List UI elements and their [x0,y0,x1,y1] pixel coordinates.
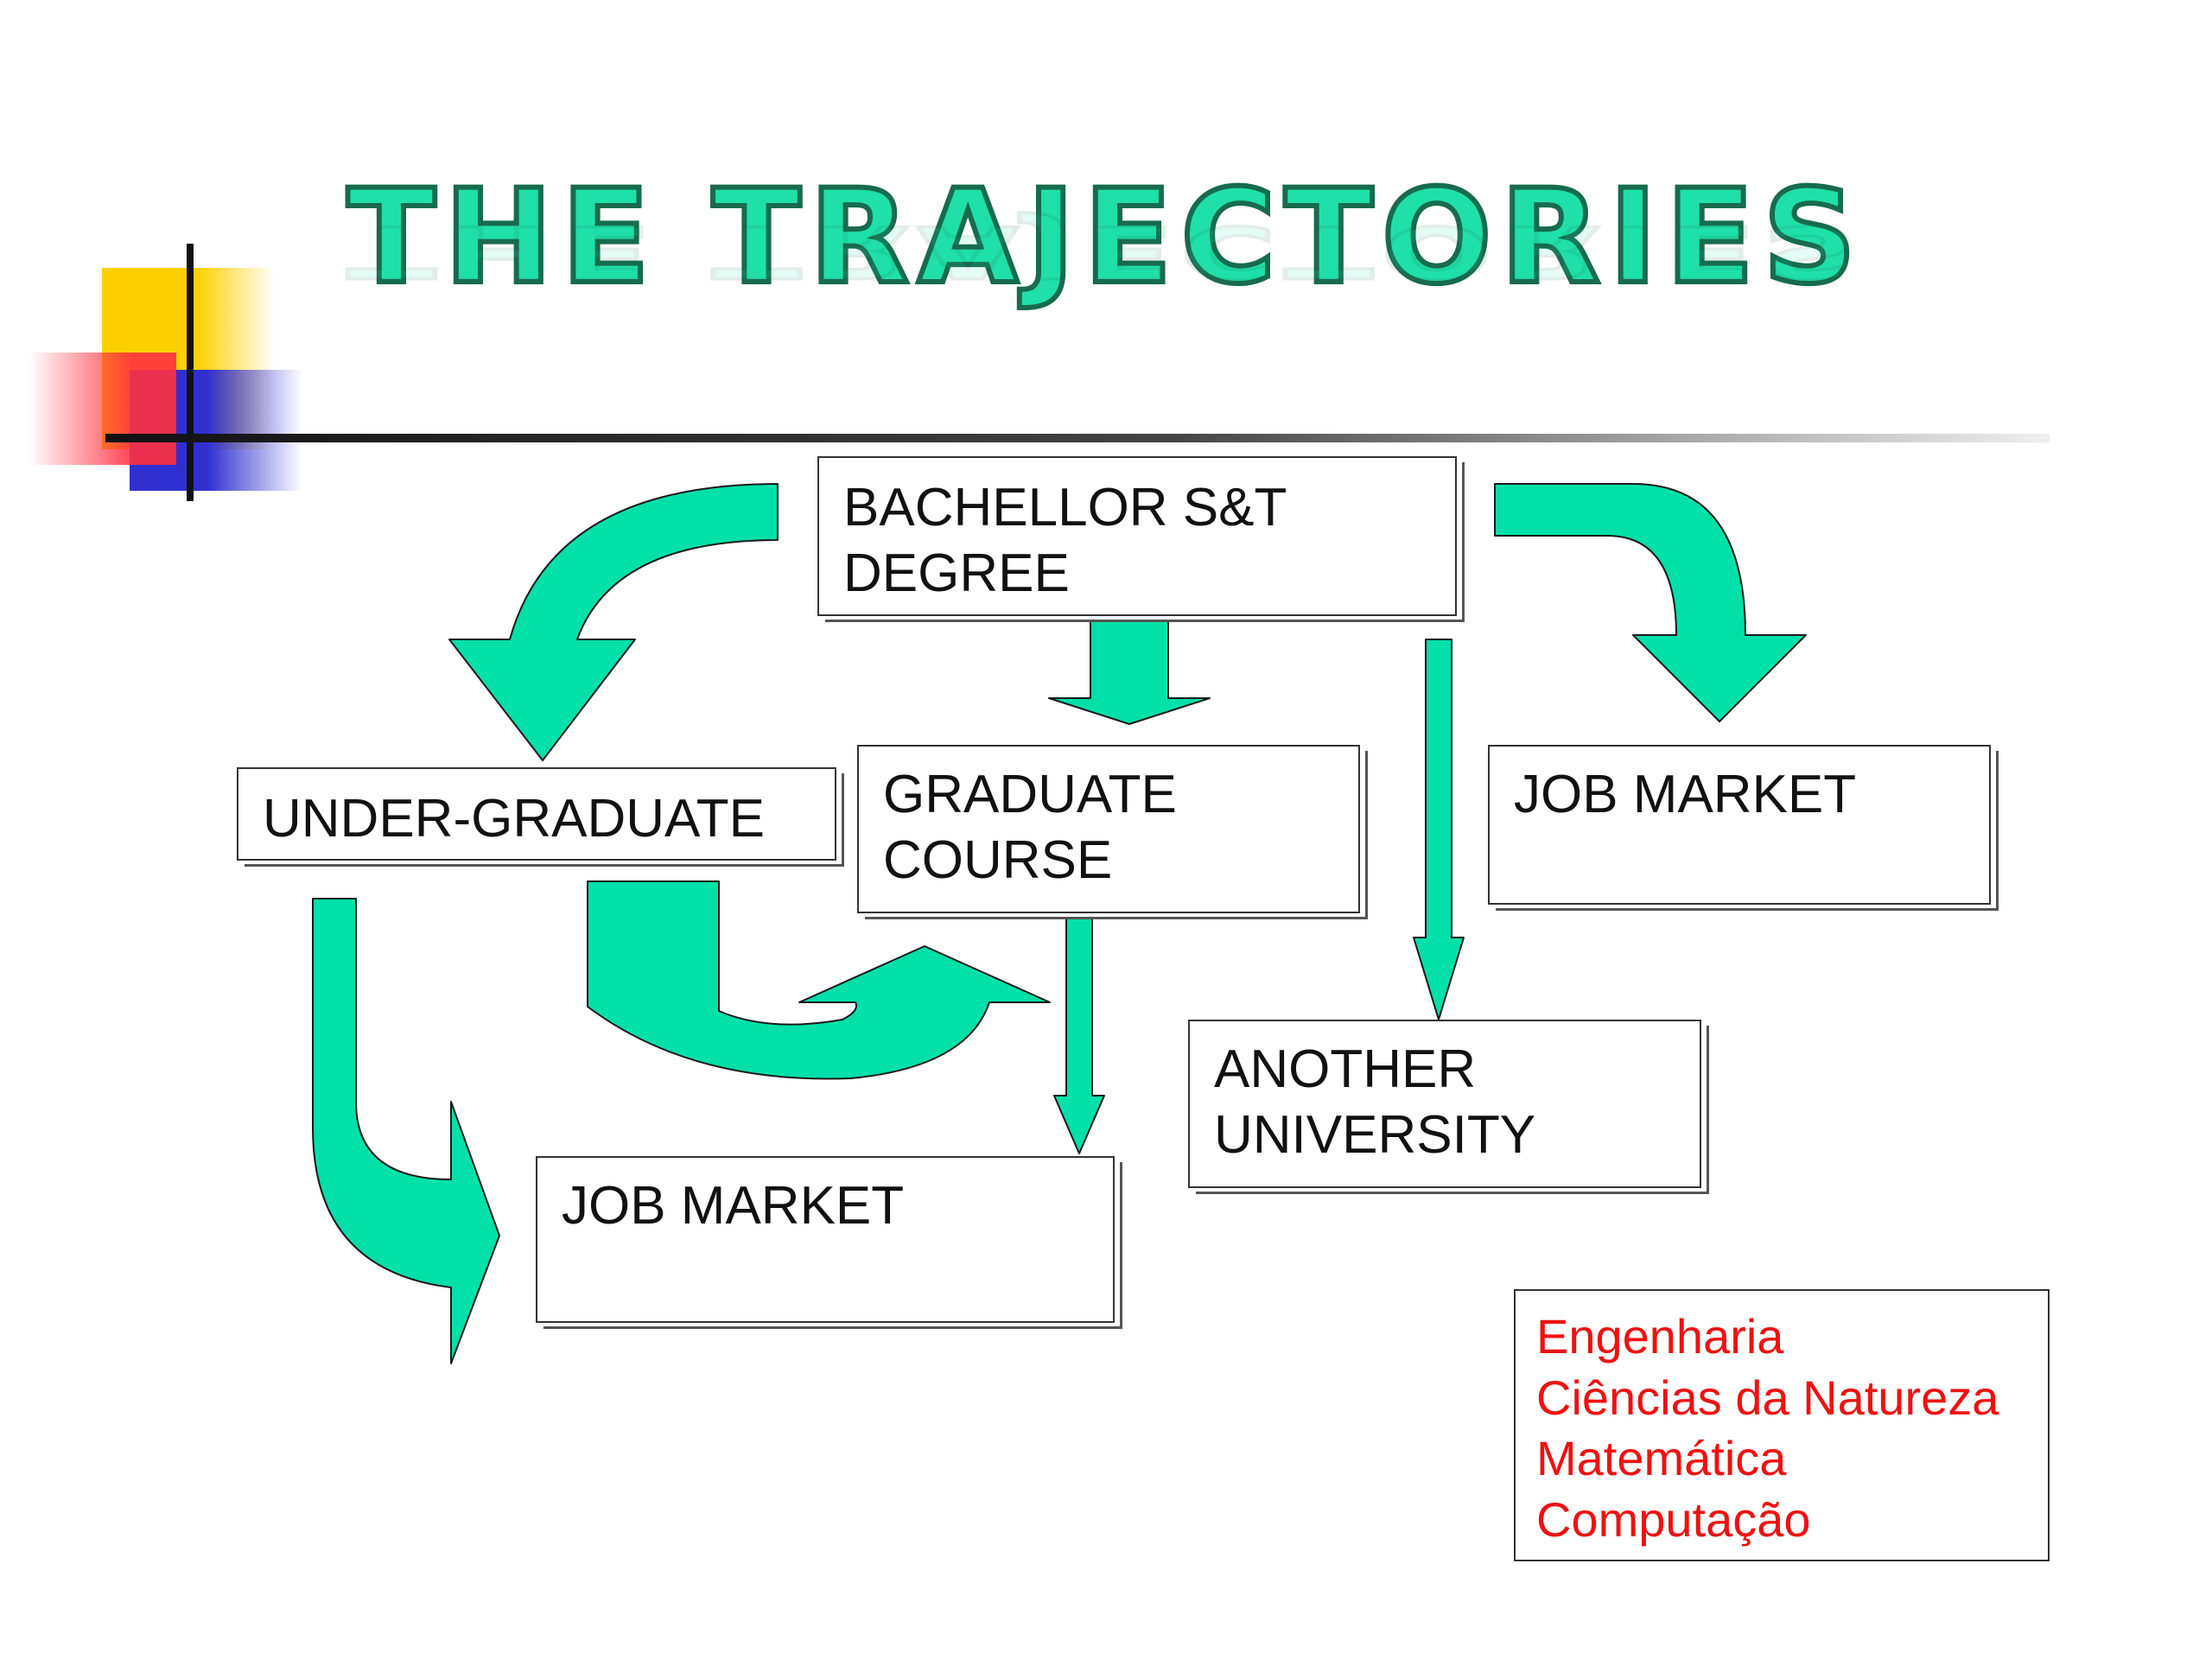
node-undergraduate-label: UNDER-GRADUATE [263,789,765,849]
node-another-university-line-1: ANOTHER [1214,1039,1477,1099]
node-undergraduate: UNDER-GRADUATE [237,767,836,861]
course-list-item: Computação [1536,1491,1811,1547]
arrow-bachelor-to-undergraduate [448,483,779,761]
arrow-graduate-to-job-market-bottom [1053,913,1105,1154]
course-list-item: Matemática [1536,1431,1787,1486]
decor-red-square [29,353,176,465]
course-list-item: Ciências da Natureza [1536,1370,1999,1425]
node-bachelor-line-2: DEGREE [843,543,1070,603]
node-graduate-line-2: COURSE [883,830,1113,890]
arrow-bachelor-to-graduate [1048,620,1211,725]
node-another-university: ANOTHER UNIVERSITY [1188,1020,1701,1188]
decor-vertical-line [187,244,194,501]
node-graduate-course: GRADUATE COURSE [857,745,1360,913]
node-job-market-bottom-label: JOB MARKET [562,1176,905,1236]
course-list-box: Engenharia Ciências da Natureza Matemáti… [1514,1289,2050,1561]
node-graduate-line-1: GRADUATE [883,765,1177,824]
node-bachelor-degree: BACHELLOR S&T DEGREE [817,456,1457,616]
node-job-market-right: JOB MARKET [1488,745,1991,905]
title-area: THE TRAJECTORIES THE TRAJECTORIES [0,162,2212,416]
node-bachelor-line-1: BACHELLOR S&T [843,478,1287,537]
page-title: THE TRAJECTORIES [345,162,1866,313]
decor-horizontal-rule [105,434,2050,442]
node-job-market-bottom: JOB MARKET [536,1156,1115,1323]
arrow-undergraduate-to-graduate [587,880,1051,1080]
course-list-item: Engenharia [1536,1309,1784,1363]
arrow-undergraduate-to-job-market-bottom [312,898,500,1364]
node-another-university-line-2: UNIVERSITY [1214,1104,1536,1165]
arrow-bachelor-to-job-market-right [1494,483,1807,722]
node-job-market-right-label: JOB MARKET [1514,765,1857,824]
arrow-bachelor-to-another-university [1413,639,1465,1020]
